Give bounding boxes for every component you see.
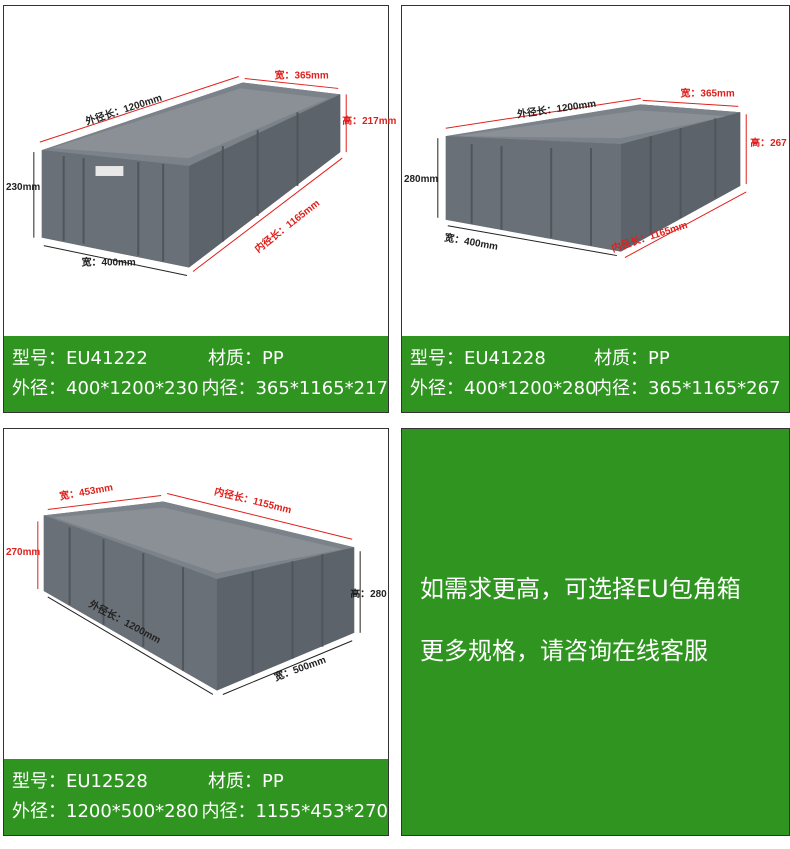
inner-length-label: 内径长：1155mm <box>213 485 293 517</box>
inner-label: 内径： <box>201 378 256 399</box>
outer-height-label: 230mm <box>6 182 40 193</box>
material-value: PP <box>262 348 284 369</box>
inner-value: 1155*453*270 <box>255 801 388 822</box>
outer-value: 1200*500*280 <box>66 801 199 822</box>
outer-height-label: 高：280 <box>350 587 387 600</box>
inner-label: 内径： <box>594 378 648 399</box>
spec-bar: 型号：EU12528 材质：PP 外径：1200*500*280 内径：1155… <box>4 759 388 835</box>
material-label: 材质： <box>208 348 262 369</box>
spec-bar: 型号：EU41222 材质：PP 外径：400*1200*230 内径：365*… <box>4 336 388 412</box>
inner-value: 365*1165*267 <box>648 378 781 399</box>
inner-value: 365*1165*217 <box>255 378 388 399</box>
product-card-eu41222: 外径长：1200mm 宽：365mm 高：217mm 230mm 宽：400mm… <box>3 5 397 413</box>
inner-width-label: 宽：365mm <box>680 86 735 99</box>
material-label: 材质： <box>208 771 262 792</box>
promo-panel: 如需求更高，可选择EU包角箱 更多规格，请咨询在线客服 <box>401 428 790 836</box>
inner-width-label: 宽：453mm <box>57 480 114 502</box>
product-photo: 外径长：1200mm 宽：365mm 高：217mm 230mm 宽：400mm… <box>4 6 397 338</box>
inner-label: 内径： <box>201 801 256 822</box>
product-card-eu41228: 外径长：1200mm 宽：365mm 高：267 280mm 宽：400mm 内… <box>401 5 790 413</box>
product-photo: 宽：453mm 内径长：1155mm 270mm 高：280 外径长：1200m… <box>4 429 388 761</box>
outer-value: 400*1200*230 <box>66 378 199 399</box>
outer-label: 外径： <box>12 378 66 399</box>
inner-width-label: 宽：365mm <box>274 68 329 81</box>
material-value: PP <box>262 771 284 792</box>
product-photo: 外径长：1200mm 宽：365mm 高：267 280mm 宽：400mm 内… <box>402 6 789 338</box>
promo-line-1: 如需求更高，可选择EU包角箱 <box>420 575 741 603</box>
outer-value: 400*1200*280 <box>464 378 597 399</box>
outer-width-label: 宽：400mm <box>81 256 136 269</box>
inner-height-label: 高：217mm <box>342 114 396 127</box>
crate-illustration: 外径长：1200mm 宽：365mm 高：267 280mm 宽：400mm 内… <box>404 86 787 258</box>
crate-illustration: 宽：453mm 内径长：1155mm 270mm 高：280 外径长：1200m… <box>6 480 387 695</box>
spec-bar: 型号：EU41228 材质：PP 外径：400*1200*280 内径：365*… <box>402 336 789 412</box>
model-value: EU41228 <box>464 348 546 369</box>
outer-label: 外径： <box>410 378 464 399</box>
model-value: EU41222 <box>66 348 148 369</box>
model-label: 型号： <box>12 771 66 792</box>
inner-height-label: 高：267 <box>750 136 787 149</box>
model-label: 型号： <box>12 348 66 369</box>
product-card-eu12528: 宽：453mm 内径长：1155mm 270mm 高：280 外径长：1200m… <box>3 428 389 836</box>
outer-width-label: 宽：400mm <box>443 230 500 252</box>
crate-illustration: 外径长：1200mm 宽：365mm 高：217mm 230mm 宽：400mm… <box>6 68 397 276</box>
model-value: EU12528 <box>66 771 148 792</box>
inner-height-label: 270mm <box>6 547 40 558</box>
material-value: PP <box>648 348 670 369</box>
material-label: 材质： <box>594 348 648 369</box>
model-label: 型号： <box>410 348 464 369</box>
outer-label: 外径： <box>12 801 66 822</box>
promo-line-2: 更多规格，请咨询在线客服 <box>420 637 708 665</box>
outer-height-label: 280mm <box>404 174 438 185</box>
